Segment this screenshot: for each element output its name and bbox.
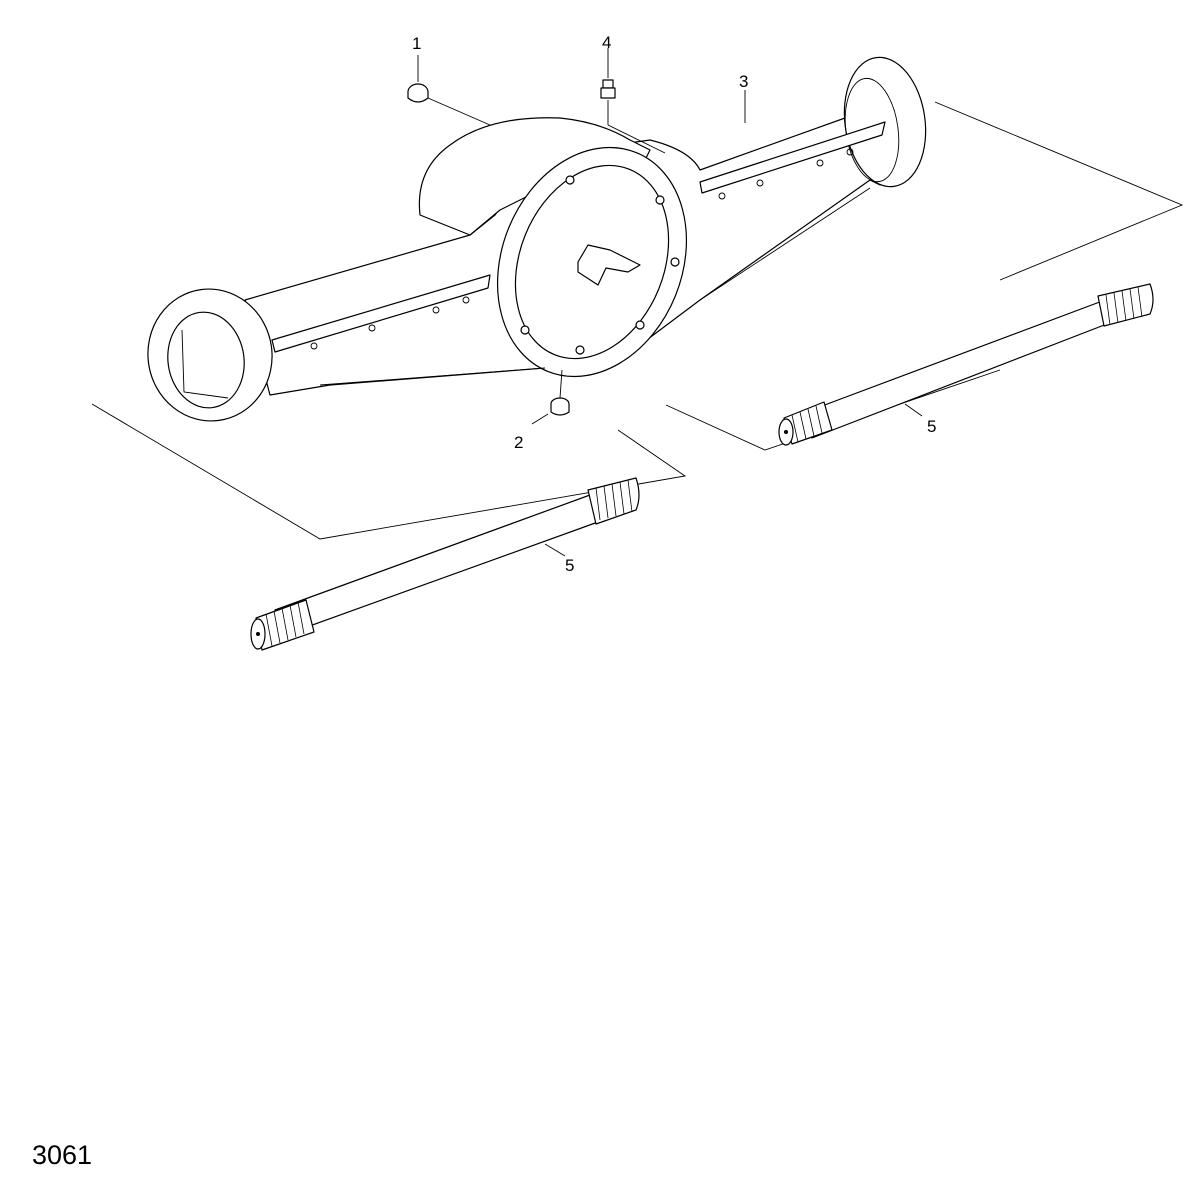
housing-bell	[418, 117, 651, 236]
shaft-lower-spline-right-teeth	[595, 479, 633, 521]
callout-1: 1	[412, 34, 421, 53]
housing-plane-outline-right	[934, 101, 1184, 281]
housing-plane-outline	[91, 403, 687, 540]
grease-fitting-part-4	[600, 48, 666, 154]
housing-underside-right	[699, 187, 871, 301]
shaft-upper-spline-left-teeth	[791, 405, 823, 443]
shaft-lower-spline-left-teeth	[265, 601, 305, 647]
plug-part-1	[407, 55, 491, 126]
figure-code: 3061	[32, 1140, 93, 1170]
left-rail	[271, 274, 491, 353]
callout-5-upper: 5	[927, 417, 936, 436]
center-carrier-block	[577, 244, 641, 286]
shaft-upper-plane-outline	[665, 369, 1001, 451]
right-rail	[699, 121, 886, 194]
axle-shaft-lower	[250, 477, 640, 651]
right-flange-rim	[844, 77, 900, 183]
axle-shaft-upper	[665, 283, 1154, 451]
shaft-upper-spline-right-teeth	[1105, 286, 1143, 326]
callout-4: 4	[602, 33, 611, 52]
axle-housing	[91, 56, 1184, 540]
left-rail-lugs	[310, 296, 470, 350]
callout-3: 3	[739, 72, 748, 91]
shaft-lower-spline-right	[587, 477, 640, 525]
plug-part-2	[531, 369, 570, 425]
shaft-lower-body	[274, 494, 599, 637]
center-ring-inner	[514, 164, 670, 360]
shaft-upper-body	[805, 299, 1113, 439]
left-flange-inner	[167, 311, 245, 409]
right-rail-lugs	[718, 148, 854, 200]
left-flange-bore	[181, 329, 229, 399]
ring-bosses	[520, 175, 680, 355]
callout-5-lower: 5	[565, 556, 574, 575]
callout-2: 2	[514, 433, 523, 452]
housing-underside	[319, 367, 546, 386]
